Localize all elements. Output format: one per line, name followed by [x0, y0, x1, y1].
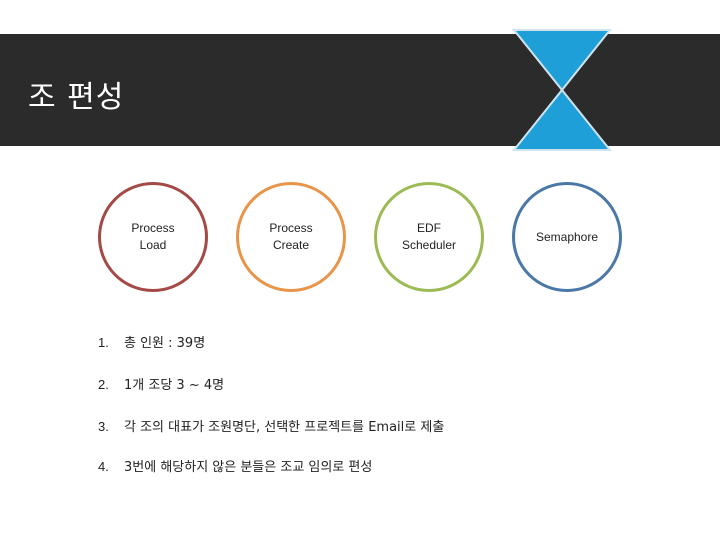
list-number: 1. [98, 335, 109, 350]
circle-semaphore: Semaphore [512, 182, 622, 292]
circle-edf-scheduler: EDF Scheduler [374, 182, 484, 292]
list-text: 1개 조당 3 ~ 4명 [124, 378, 225, 393]
list-text: 각 조의 대표가 조원명단, 선택한 프로젝트를 Email로 제출 [124, 420, 445, 435]
list-item: 1. 총 인원 : 39명 [98, 332, 205, 351]
list-number: 4. [98, 459, 109, 474]
circle-process-load: Process Load [98, 182, 208, 292]
list-item: 4. 3번에 해당하지 않은 분들은 조교 임의로 편성 [98, 456, 372, 475]
slide-title: 조 편성 [28, 80, 125, 115]
circle-label: Semaphore [535, 229, 599, 244]
circle-label: Process Create [269, 221, 313, 252]
list-item: 3. 각 조의 대표가 조원명단, 선택한 프로젝트를 Email로 제출 [98, 416, 444, 435]
circle-label: Process Load [131, 221, 175, 252]
circle-process-create: Process Create [236, 182, 346, 292]
circle-label: EDF Scheduler [401, 221, 457, 252]
list-text: 3번에 해당하지 않은 분들은 조교 임의로 편성 [124, 460, 373, 475]
title-bar [0, 34, 720, 146]
list-number: 2. [98, 377, 109, 392]
list-item: 2. 1개 조당 3 ~ 4명 [98, 374, 224, 393]
list-text: 총 인원 : 39명 [124, 336, 206, 351]
hourglass-icon [512, 29, 612, 151]
list-number: 3. [98, 419, 109, 434]
